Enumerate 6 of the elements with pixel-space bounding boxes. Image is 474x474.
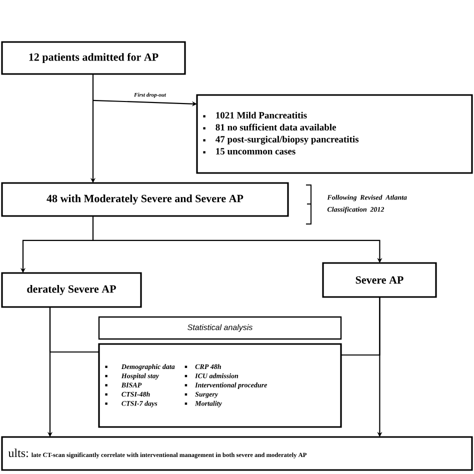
process-box: derately Severe AP [1,272,142,308]
heading-box: Statistical analysis [98,316,342,340]
process-box: Severe AP [322,262,437,298]
process-box: 48 with Moderately Severe and Severe AP [1,182,289,217]
exclusion-box: 1021 Mild Pancreatitis 81 no sufficient data available 47 post-surgical/biopsy pancreatitis 15 uncommon cases [196,94,473,174]
process-box: 12 patients admitted for AP [1,41,186,75]
